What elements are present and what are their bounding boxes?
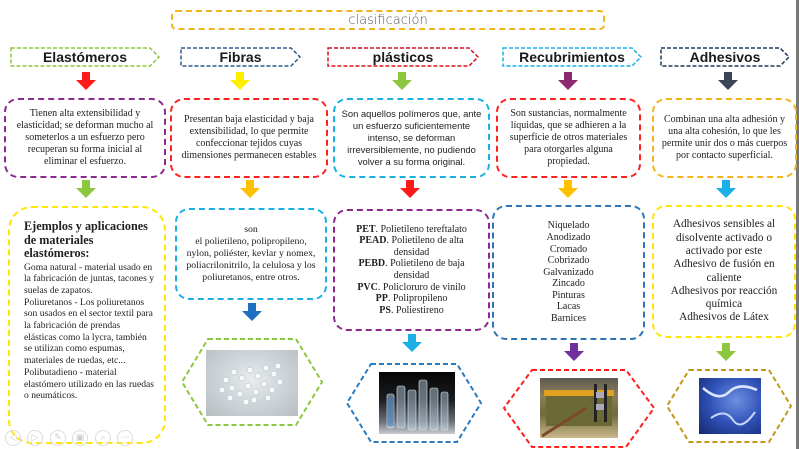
- adhesive-item: Adhesivos sensibles al disolvente activa…: [672, 218, 776, 257]
- examples-lead: son: [244, 224, 258, 235]
- slides-overview-button[interactable]: ▣: [72, 430, 88, 446]
- adhesive-item: Adhesivos por reacción química: [670, 284, 778, 311]
- arrow-down-icon: [716, 180, 736, 198]
- next-slide-button[interactable]: ▷: [27, 430, 43, 446]
- examples-text: el polietileno, polipropileno, nylon, po…: [186, 236, 316, 283]
- arrow-down-icon: [558, 72, 578, 90]
- image-adhesive-gel: [699, 378, 761, 434]
- diagram-title: clasificación: [171, 10, 605, 30]
- plastic-item: PET. Polietileno tereftalato: [356, 223, 467, 235]
- window-edge: [796, 0, 799, 449]
- coating-item: Anodizado: [546, 231, 591, 243]
- coating-item: Pinturas: [552, 289, 585, 301]
- arrow-down-icon: [402, 334, 422, 352]
- image-plastic-bottles: [379, 372, 455, 434]
- zoom-button[interactable]: ⌕: [95, 430, 111, 446]
- description-recubrimientos: Son sustancias, normalmente líquidas, qu…: [496, 98, 641, 178]
- examples-plasticos: PET. Polietileno tereftalato PEAD. Polie…: [333, 209, 490, 331]
- examples-elastomeros: Ejemplos y aplicaciones de materiales el…: [8, 206, 166, 444]
- arrow-down-icon: [230, 72, 250, 90]
- examples-heading: Ejemplos y aplicaciones de materiales el…: [24, 219, 148, 260]
- arrow-down-icon: [392, 72, 412, 90]
- coating-item: Niquelado: [547, 220, 590, 232]
- examples-fibras: son el polietileno, polipropileno, nylon…: [175, 208, 327, 300]
- image-frame-fibras: [180, 337, 324, 427]
- examples-recubrimientos: Niquelado Anodizado Cromado Cobrizado Ga…: [492, 205, 645, 340]
- adhesive-item: Adhesivo de fusión en caliente: [673, 258, 775, 284]
- coating-item: Lacas: [556, 301, 581, 313]
- coating-item: Cobrizado: [547, 255, 590, 267]
- category-elastomeros: Elastómeros: [10, 47, 160, 67]
- description-fibras: Presentan baja elasticidad y baja extens…: [170, 98, 328, 178]
- arrow-down-icon: [718, 72, 738, 90]
- image-frame-plasticos: [345, 362, 483, 444]
- category-adhesivos: Adhesivos: [660, 47, 790, 67]
- coating-item: Zincado: [552, 278, 585, 290]
- description-plasticos: Son aquellos polímeros que, ante un esfu…: [333, 98, 490, 178]
- description-elastomeros: Tienen alta extensibilidad y elasticidad…: [4, 98, 166, 178]
- coating-item: Cromado: [549, 243, 588, 255]
- category-fibras: Fibras: [180, 47, 301, 67]
- plastic-item: PS. Poliestireno: [379, 304, 444, 316]
- category-label: Adhesivos: [689, 49, 761, 65]
- adhesive-item: Adhesivos de Látex: [679, 311, 769, 324]
- example-item: Poliuretanos - Los poliuretanos son usad…: [24, 296, 153, 367]
- example-item: Polibutadieno - material elastómero util…: [24, 366, 155, 402]
- category-plasticos: plásticos: [327, 47, 479, 67]
- arrow-down-icon: [716, 343, 736, 361]
- category-label: Recubrimientos: [519, 49, 625, 65]
- plastic-item: PEBD. Polietileno de baja densidad: [358, 258, 465, 281]
- coating-item: Galvanizado: [543, 266, 594, 278]
- arrow-down-icon: [564, 343, 584, 361]
- category-label: Fibras: [219, 49, 262, 65]
- arrow-down-icon: [242, 303, 262, 321]
- arrow-down-icon: [76, 72, 96, 90]
- previous-slide-button[interactable]: ◁: [5, 430, 21, 446]
- more-options-button[interactable]: ⋯: [117, 430, 133, 446]
- category-label: Elastómeros: [42, 49, 128, 65]
- image-frame-recubrimientos: [502, 368, 656, 449]
- arrow-down-icon: [400, 180, 420, 198]
- image-polymer-pellets: [206, 350, 298, 416]
- plastic-item: PP. Polipropileno: [375, 293, 448, 305]
- plastic-item: PVC. Policloruro de vinilo: [357, 281, 466, 293]
- image-electroplating-tank: [540, 378, 618, 438]
- category-recubrimientos: Recubrimientos: [502, 47, 642, 67]
- arrow-down-icon: [76, 180, 96, 198]
- arrow-down-icon: [240, 180, 260, 198]
- examples-adhesivos: Adhesivos sensibles al disolvente activa…: [652, 205, 796, 338]
- description-adhesivos: Combinan una alta adhesión y una alta co…: [652, 98, 797, 178]
- coating-item: Barnices: [551, 313, 586, 325]
- category-label: plásticos: [372, 49, 434, 65]
- plastic-item: PEAD. Polietileno de alta densidad: [359, 235, 464, 258]
- example-item: Goma natural - material usado en la fabr…: [24, 261, 154, 296]
- arrow-down-icon: [558, 180, 578, 198]
- image-frame-adhesivos: [665, 368, 793, 444]
- pen-tool-button[interactable]: ✎: [50, 430, 66, 446]
